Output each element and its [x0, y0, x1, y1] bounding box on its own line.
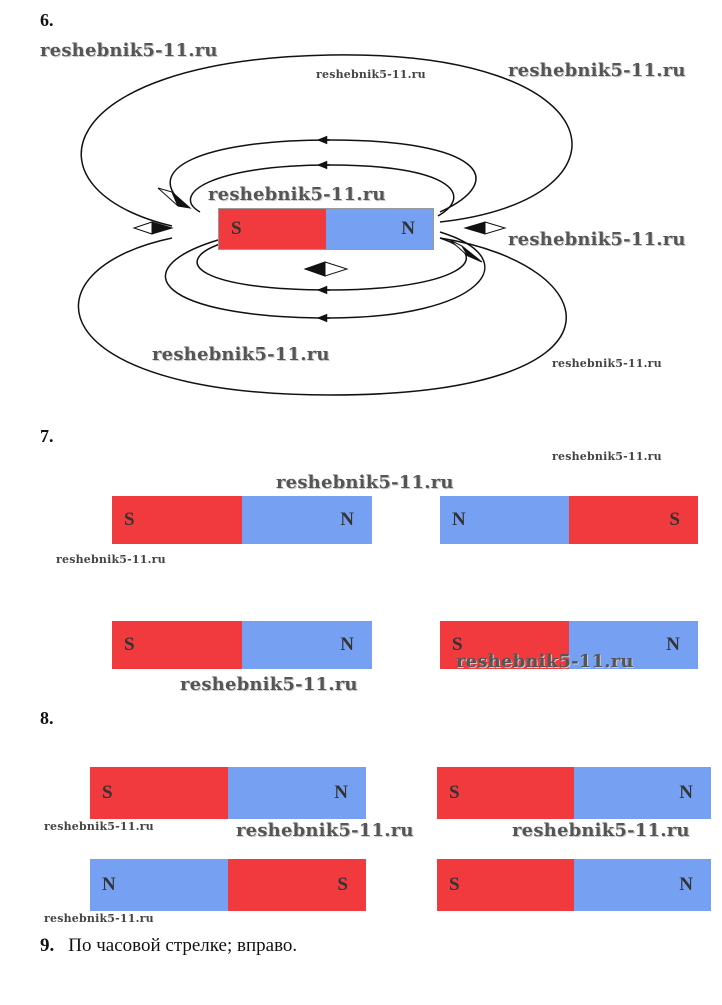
pole-label: S [449, 782, 460, 803]
pole-label: N [340, 634, 354, 655]
field-line-inner-bottom-2 [196, 237, 467, 291]
task-7-number: 7. [40, 426, 54, 446]
magnet-pole-s: S [437, 767, 574, 819]
magnet-pole-n: N [440, 496, 569, 544]
magnet-pole-n: N [574, 859, 711, 911]
pole-label: S [102, 782, 113, 803]
watermark: reshebnik5-11.ru [552, 357, 662, 370]
pole-label: S [124, 509, 135, 530]
pole-label: S [449, 874, 460, 895]
watermark: reshebnik5-11.ru [276, 472, 454, 493]
watermark: reshebnik5-11.ru [56, 553, 166, 566]
compass-needle-right [463, 221, 507, 235]
compass-needle-bottom-right [449, 239, 483, 263]
magnet-pole-s: S [90, 767, 228, 819]
compass-needle-left [132, 221, 174, 235]
pole-label: N [679, 874, 693, 895]
watermark: reshebnik5-11.ru [208, 184, 386, 205]
task-8-number: 8. [40, 708, 54, 728]
magnet-pole-n: N [574, 767, 711, 819]
field-line-inner-top-1 [169, 139, 477, 213]
pole-label: N [452, 509, 466, 530]
magnet-pole-s: S [112, 621, 242, 669]
watermark: reshebnik5-11.ru [236, 820, 414, 841]
watermark: reshebnik5-11.ru [552, 450, 662, 463]
magnet-pole-n: N [569, 621, 698, 669]
task-8-magnet-4: S N [437, 859, 711, 911]
pole-label: N [666, 634, 680, 655]
watermark: reshebnik5-11.ru [40, 40, 218, 61]
magnet-pole-s: S [219, 209, 326, 249]
pole-label: N [401, 218, 415, 239]
magnet-pole-s: S [440, 621, 569, 669]
pole-label: N [334, 782, 348, 803]
pole-label: S [231, 218, 242, 239]
task-9-number: 9. [40, 935, 55, 956]
magnet-pole-s: S [437, 859, 574, 911]
watermark: reshebnik5-11.ru [44, 912, 154, 925]
watermark: reshebnik5-11.ru [316, 68, 426, 81]
pole-label: N [679, 782, 693, 803]
field-line-outer-bottom [77, 237, 567, 396]
pole-label: S [669, 509, 680, 530]
watermark: reshebnik5-11.ru [456, 651, 634, 672]
watermark: reshebnik5-11.ru [44, 820, 154, 833]
task-7-magnet-3: S N [112, 621, 372, 669]
magnet-pole-n: N [326, 209, 433, 249]
watermark: reshebnik5-11.ru [152, 344, 330, 365]
compass-needle-top-left [157, 187, 192, 209]
watermark: reshebnik5-11.ru [180, 674, 358, 695]
task-6-magnet: S N [218, 208, 434, 250]
magnet-pole-n: N [228, 767, 366, 819]
pole-label: S [452, 634, 463, 655]
magnet-pole-n: N [242, 621, 372, 669]
task-7-magnet-4: S N [440, 621, 698, 669]
pole-label: S [124, 634, 135, 655]
task-8-magnet-1: S N [90, 767, 366, 819]
task-8-magnet-3: N S [90, 859, 366, 911]
magnet-pole-s: S [569, 496, 698, 544]
task-9-text: По часовой стрелке; вправо. [68, 935, 298, 956]
watermark: reshebnik5-11.ru [508, 229, 686, 250]
compass-needle-center [303, 261, 349, 277]
task-8-magnet-2: S N [437, 767, 711, 819]
magnet-pole-n: N [90, 859, 228, 911]
magnetic-field-lines-diagram [77, 54, 573, 396]
task-7-magnet-1: S N [112, 496, 372, 544]
watermark: reshebnik5-11.ru [508, 60, 686, 81]
task-6-number: 6. [40, 10, 54, 30]
magnet-pole-s: S [228, 859, 366, 911]
task-7-magnet-2: N S [440, 496, 698, 544]
magnet-pole-s: S [112, 496, 242, 544]
pole-label: S [337, 874, 348, 895]
task-9-answer: 9. По часовой стрелке; вправо. [40, 935, 297, 957]
pole-label: N [102, 874, 116, 895]
pole-label: N [340, 509, 354, 530]
magnet-pole-n: N [242, 496, 372, 544]
field-line-outer-top [80, 54, 573, 227]
watermark: reshebnik5-11.ru [512, 820, 690, 841]
